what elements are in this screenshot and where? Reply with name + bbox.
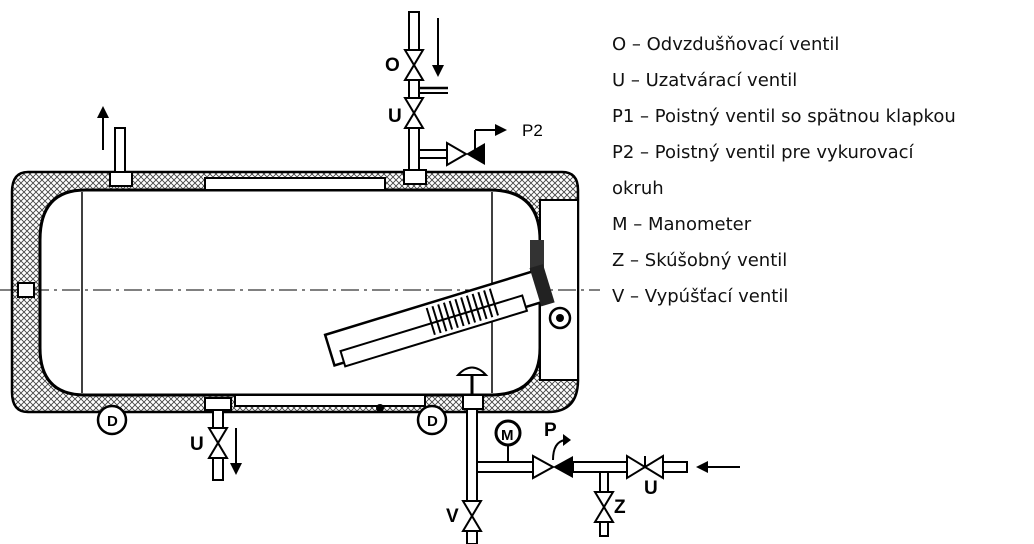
top-flange bbox=[204, 177, 386, 191]
inlet-pipe-horizontal bbox=[476, 461, 534, 473]
valve-o-top bbox=[403, 49, 425, 81]
label-u-right: U bbox=[644, 478, 658, 499]
support-foot-right bbox=[416, 404, 448, 436]
valve-u-top bbox=[403, 97, 425, 129]
legend-item-v: V – Vypúšťací ventil bbox=[612, 286, 789, 307]
label-m-gauge: M bbox=[501, 427, 514, 444]
heating-element bbox=[323, 264, 555, 368]
label-z-valve: Z bbox=[614, 497, 626, 518]
manometer-gauge bbox=[494, 419, 522, 462]
legend-item-p2: P2 – Poistný ventil pre vykurovací bbox=[612, 142, 914, 163]
legend: O – Odvzdušňovací ventil U – Uzatvárací … bbox=[612, 34, 1032, 322]
bottom-pipe-left bbox=[204, 397, 242, 481]
valve-u-right bbox=[626, 454, 664, 480]
legend-item-z: Z – Skúšobný ventil bbox=[612, 250, 788, 271]
legend-item-o: O – Odvzdušňovací ventil bbox=[612, 34, 840, 55]
valve-p bbox=[532, 434, 573, 480]
bottom-flange bbox=[234, 394, 426, 407]
z-branch-pipe bbox=[599, 471, 609, 493]
svg-text:D: D bbox=[107, 413, 118, 430]
support-foot-left bbox=[96, 404, 128, 436]
label-p-valve: P bbox=[544, 420, 557, 441]
top-inlet-pipe bbox=[403, 11, 448, 185]
p2-branch-pipe bbox=[418, 124, 507, 167]
label-p2-marker: P2 bbox=[522, 121, 543, 140]
legend-item-u: U – Uzatvárací ventil bbox=[612, 70, 798, 91]
drain-funnel bbox=[455, 366, 489, 395]
label-u-top: U bbox=[388, 106, 402, 127]
cold-water-inlet-arrow bbox=[696, 461, 740, 473]
legend-item-p1: P1 – Poistný ventil so spätnou klapkou bbox=[612, 106, 956, 127]
label-u-bottom: U bbox=[190, 434, 204, 455]
outlet-pipe-left bbox=[97, 106, 133, 187]
inlet-pipe-end bbox=[662, 461, 688, 473]
label-v-valve: V bbox=[446, 506, 459, 527]
inlet-pipe-vertical bbox=[462, 394, 484, 544]
valve-v bbox=[461, 500, 483, 532]
legend-item-m: M – Manometer bbox=[612, 214, 752, 235]
label-o-top: O bbox=[385, 55, 400, 76]
legend-item-p2-cont: okruh bbox=[612, 178, 664, 199]
valve-z bbox=[593, 491, 615, 537]
inlet-pipe-right bbox=[572, 461, 628, 473]
svg-text:D: D bbox=[427, 413, 438, 430]
valve-u-bottom bbox=[207, 427, 229, 459]
